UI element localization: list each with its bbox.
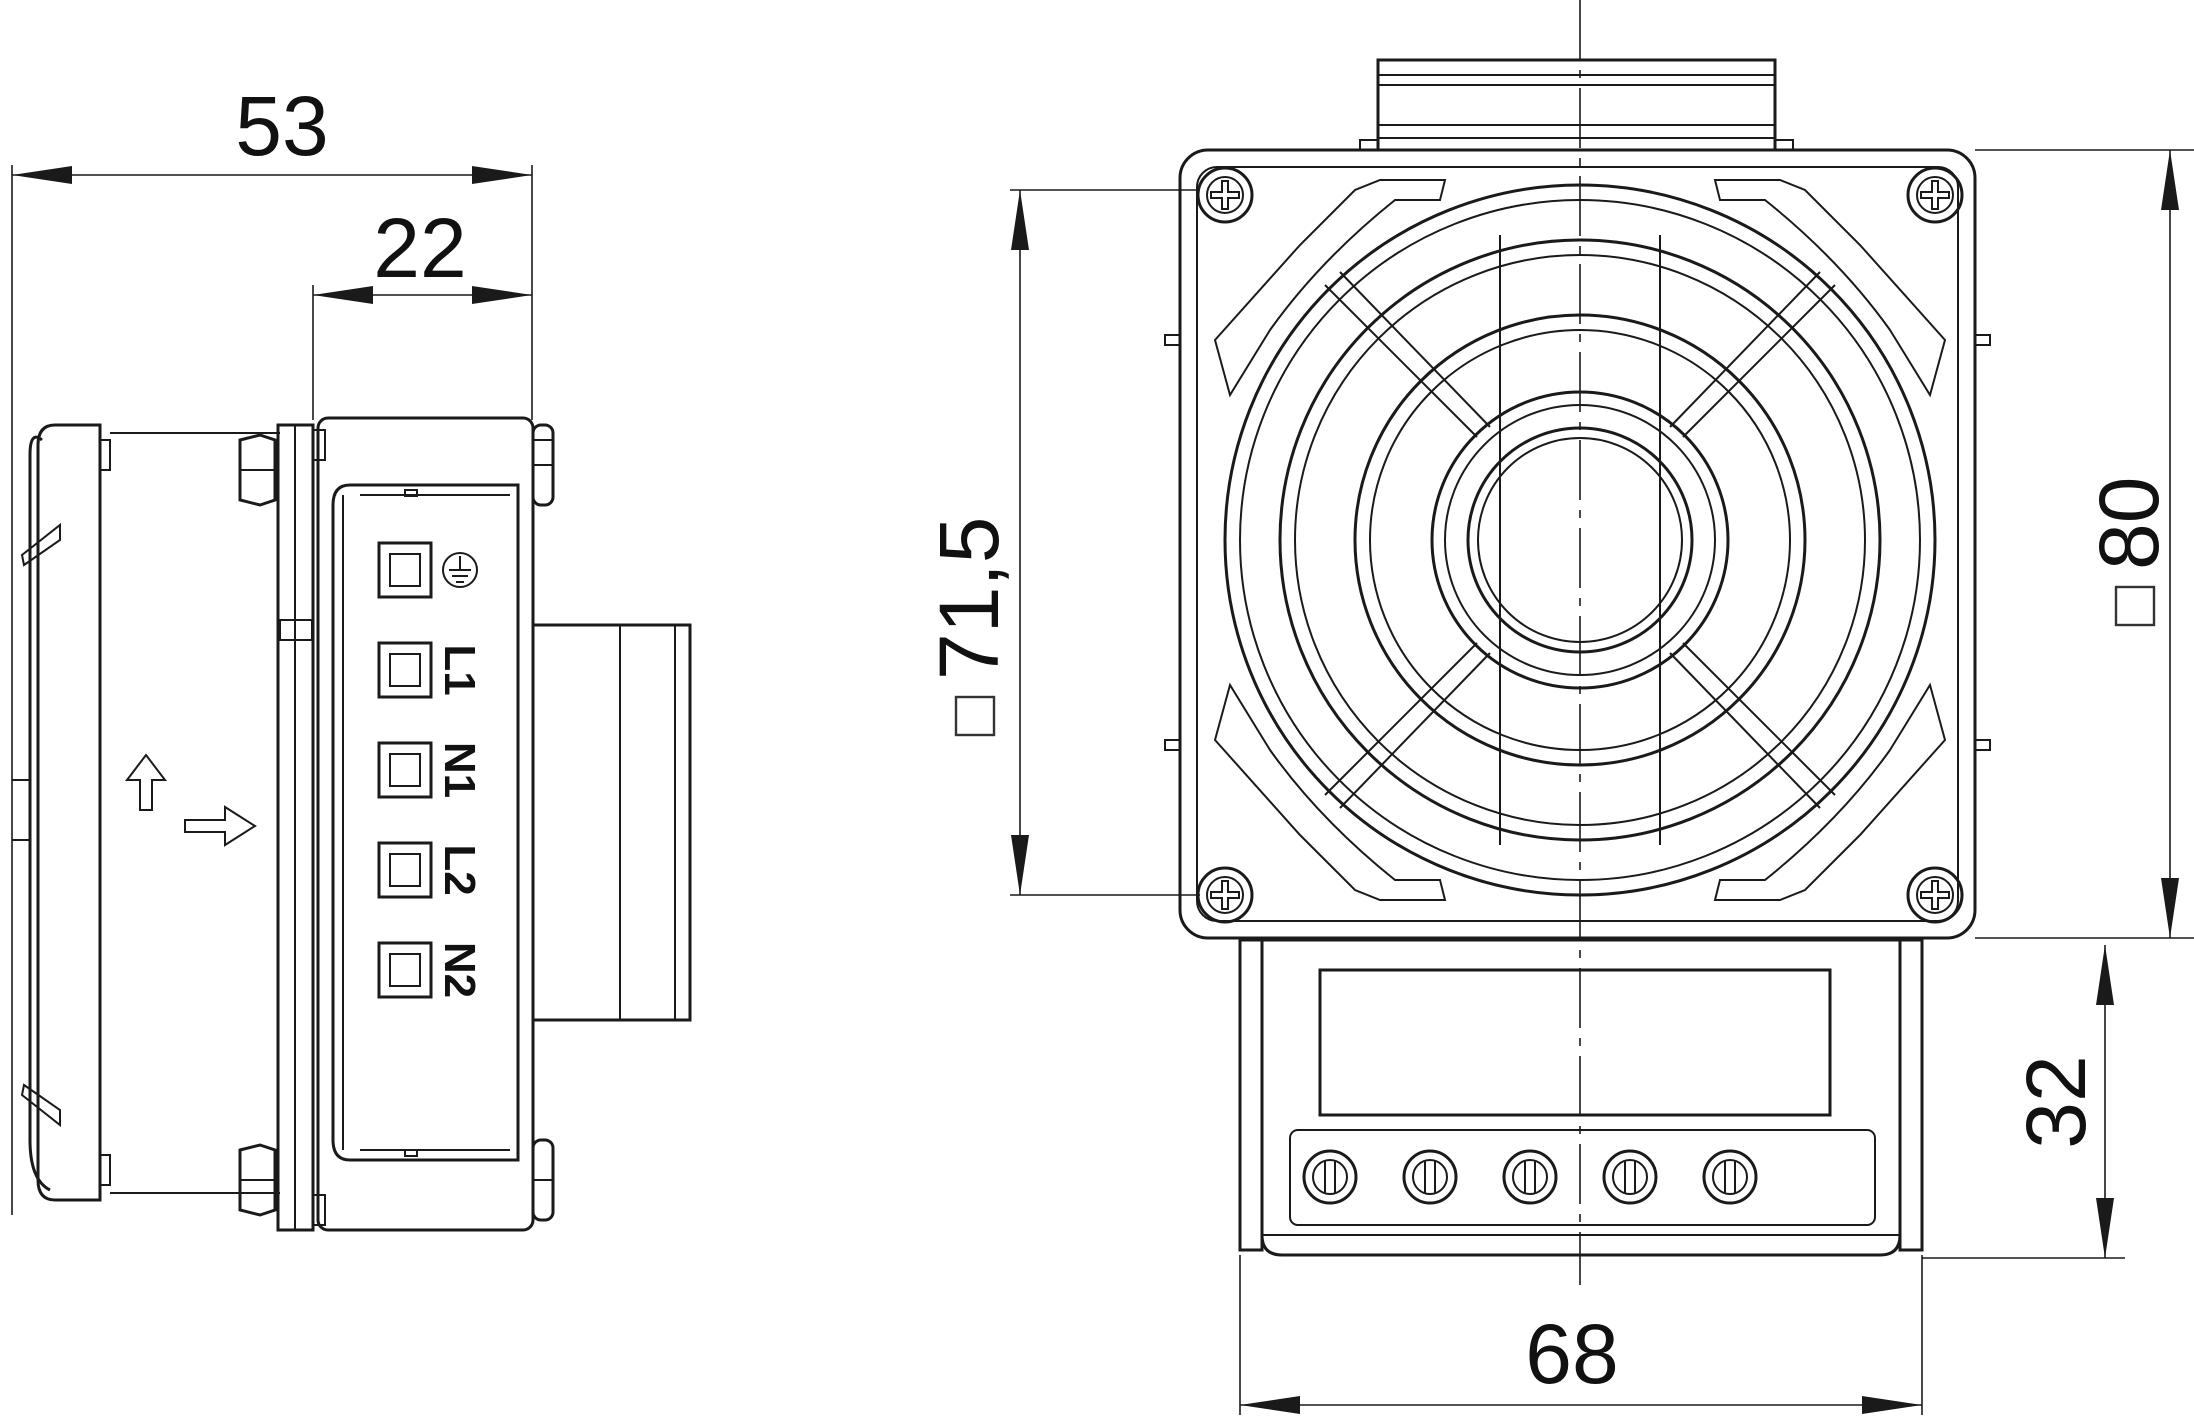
- square-symbol-icon-2: [2114, 585, 2156, 627]
- corner-screw-top-right-icon: [1906, 166, 1964, 224]
- dimension-housing-size: 80: [1975, 149, 2194, 939]
- dimension-terminal-block-height: 32: [1922, 945, 2125, 1259]
- hex-nut-top: [238, 433, 277, 507]
- terminal-block: [1238, 938, 1924, 1257]
- front-housing: [1164, 148, 1991, 940]
- airflow-up-arrow-icon: [124, 753, 168, 811]
- square-symbol-icon: [954, 695, 996, 737]
- top-connector: [1359, 58, 1794, 152]
- dimension-terminal-block-width: 68: [1239, 1255, 1923, 1415]
- connector-cylinder: [531, 623, 692, 1022]
- corner-screw-bottom-left-icon: [1196, 866, 1254, 924]
- dimension-connector-depth: 22: [313, 201, 532, 304]
- airflow-right-arrow-icon: [184, 805, 257, 847]
- earth-ground-icon: [442, 552, 478, 588]
- terminal-label-l2: L2: [435, 844, 484, 895]
- housing-body: [316, 416, 552, 1232]
- terminal-block-height-label: 32: [2009, 1055, 2103, 1148]
- terminal-label-n2: N2: [435, 942, 484, 998]
- dimension-fixing-hole-spacing: 71,5: [922, 189, 1200, 896]
- hex-nut-bottom: [238, 1143, 277, 1217]
- terminal-block-width-label: 68: [1525, 1307, 1618, 1401]
- side-screw-top: [531, 423, 555, 507]
- terminal-column: [377, 541, 433, 999]
- connector-depth-label: 22: [373, 201, 466, 295]
- housing-size-label: 80: [2082, 477, 2176, 570]
- fixing-hole-spacing-label: 71,5: [922, 517, 1016, 681]
- front-view: 71,5 80 32: [922, 0, 2194, 1415]
- corner-screw-bottom-right-icon: [1906, 866, 1964, 924]
- mounting-flange: [276, 423, 326, 1232]
- side-screw-bottom: [531, 1138, 555, 1222]
- mounting-clip: [12, 423, 280, 1202]
- side-view: 53 22: [11, 79, 692, 1232]
- fan-guard: [1213, 179, 1947, 901]
- corner-screw-top-left-icon: [1196, 166, 1254, 224]
- overall-depth-label: 53: [235, 79, 328, 173]
- dimension-overall-depth: 53: [12, 79, 532, 184]
- terminal-label-l1: L1: [435, 644, 484, 695]
- terminal-label-n1: N1: [435, 742, 484, 798]
